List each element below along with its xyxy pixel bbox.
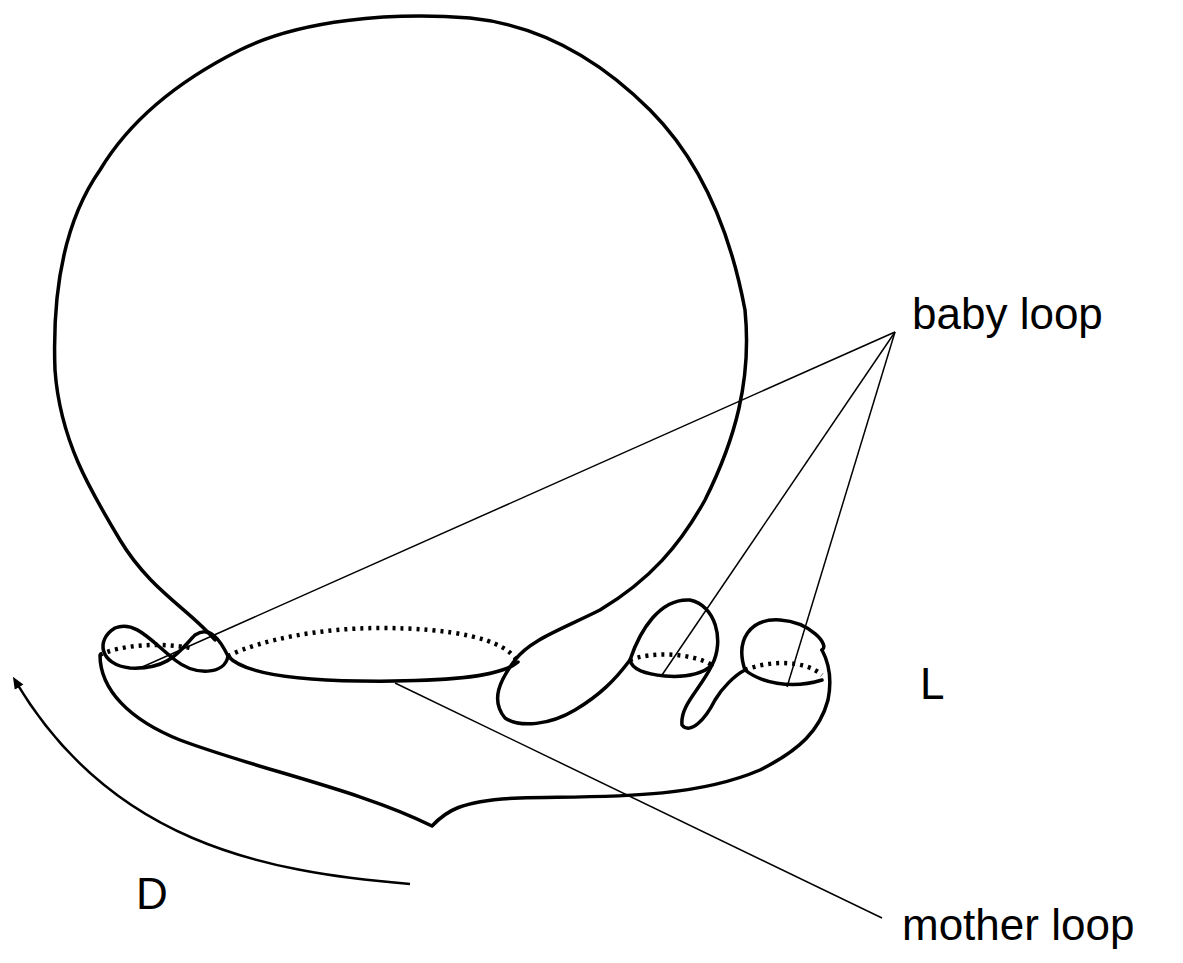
axis-label: L (920, 662, 944, 706)
callout-label: mother loop (902, 903, 1134, 947)
direction-arrow (16, 682, 410, 884)
mother-loop-back (228, 628, 518, 662)
baby-loop-left-back (100, 645, 190, 655)
baby-loop-middle (498, 600, 745, 728)
direction-label: D (136, 872, 168, 916)
leader-line (395, 683, 882, 918)
callout-label: baby loop (912, 292, 1103, 336)
baby-loop-right-back (745, 663, 822, 675)
leader-line (787, 332, 895, 687)
baby-loop-left (103, 626, 228, 671)
baby-loop-right (630, 620, 824, 677)
mother-loop-front (228, 656, 518, 681)
leader-line (662, 332, 895, 675)
loop-band (100, 650, 830, 826)
sphere-outline (55, 16, 747, 660)
baby-loop-middle-back (630, 655, 712, 665)
